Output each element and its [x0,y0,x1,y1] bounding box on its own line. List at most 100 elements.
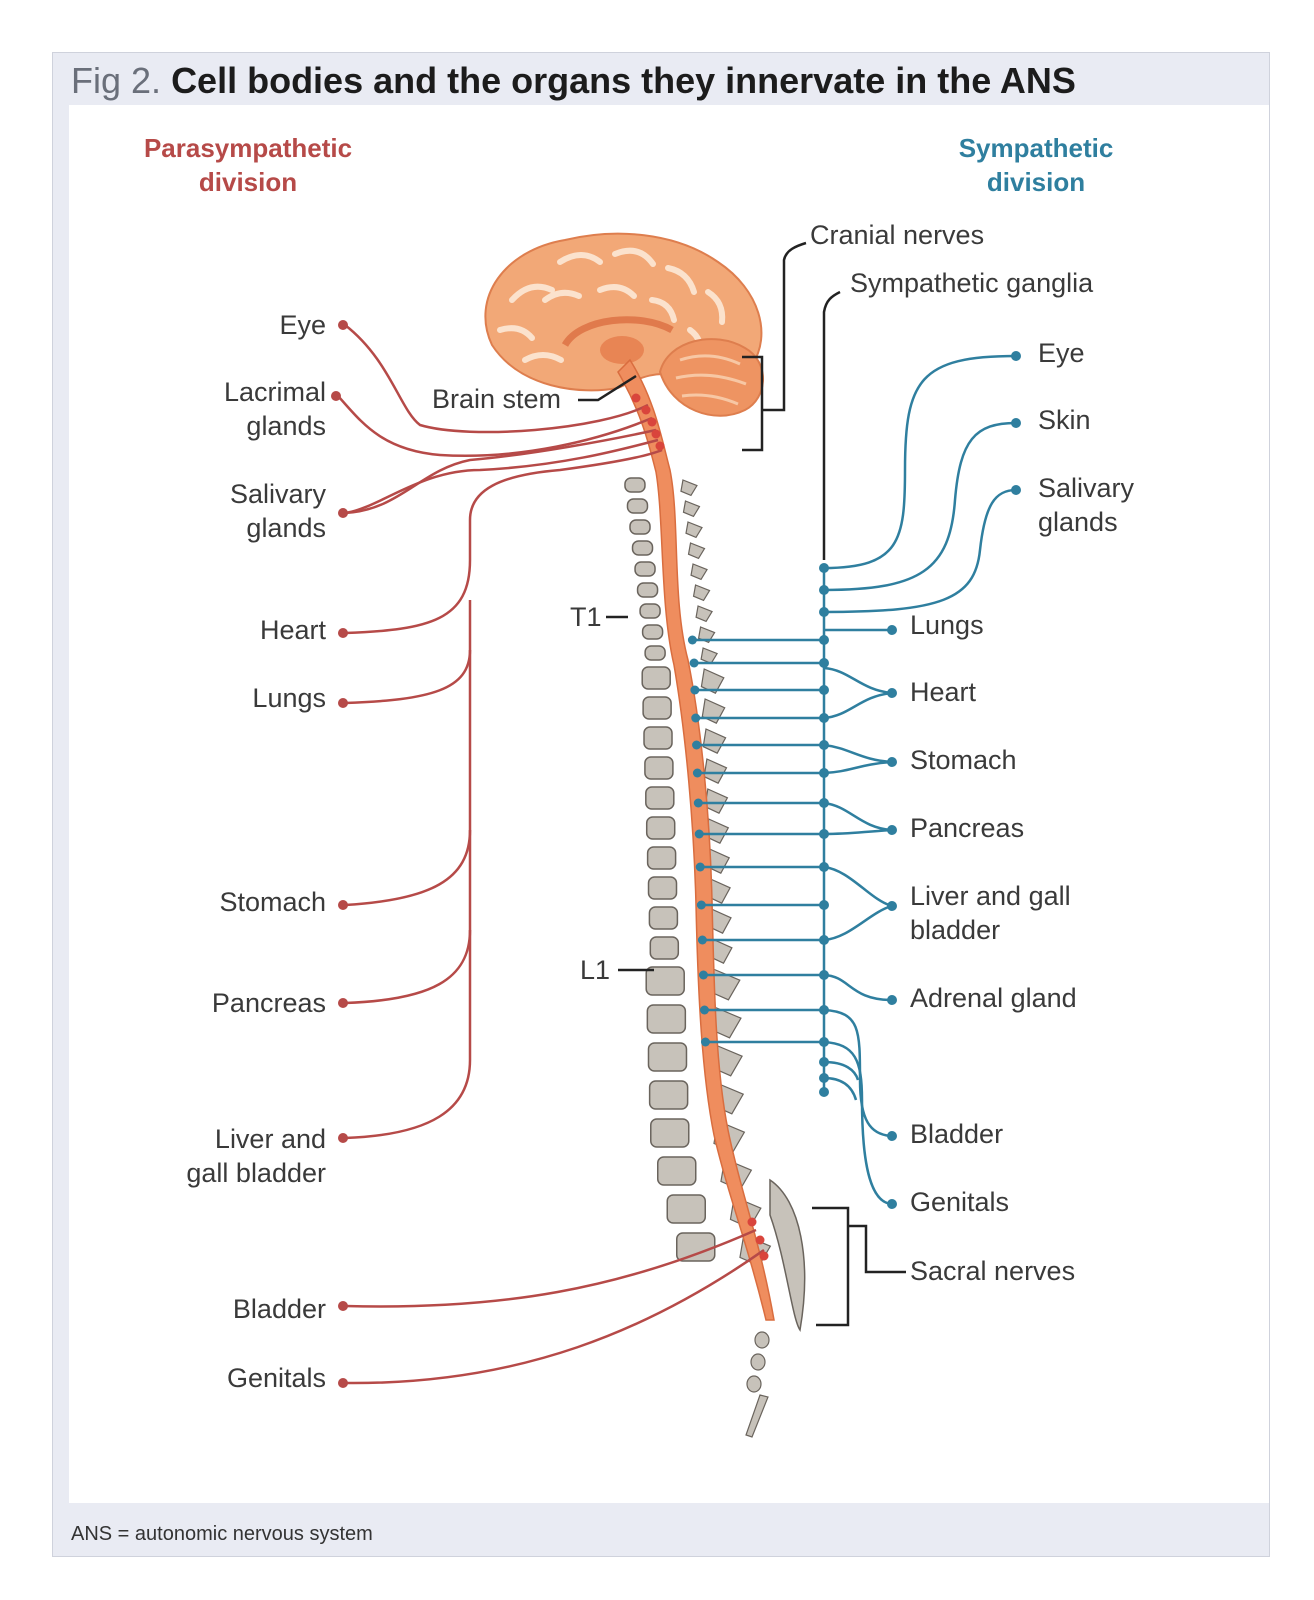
brain-folds [497,247,726,363]
label-t1-line-0: T1 [570,602,602,632]
sacral-leader [848,1224,906,1274]
para-label-lacrimal-line-1: glands [246,411,326,441]
vertebra-body-25 [666,1194,706,1224]
vertebra-process-11 [702,728,727,754]
sym-label-salivary-line-0: Salivary [1038,473,1135,503]
coccyx-segment-0 [754,1331,770,1349]
sym-cord-cell-11 [698,970,708,980]
para-organ-dot-eye [338,320,348,330]
sym-cord-cell-1 [689,658,699,668]
brainstem-cell-body-4 [655,441,665,451]
sym-organ-dot-lungs [887,625,897,635]
vertebra-body-22 [648,1080,689,1110]
sym-organ-dot-bladder [887,1131,897,1141]
sym-label-genitals-line-0: Genitals [910,1187,1009,1217]
sym-nerve-adrenal [823,973,893,1002]
label-sympathetic-ganglia-line-0: Sympathetic ganglia [850,268,1094,298]
vertebra-process-10 [701,698,726,724]
vertebra-body-7 [641,624,664,640]
parasympathetic-heading-line-1: division [199,167,297,197]
para-label-liver-line-0: Liver and [215,1124,326,1154]
sym-ganglion-12 [819,1005,829,1015]
sym-cord-cell-4 [692,740,702,750]
vertebra-process-6 [695,605,713,623]
vertebra-body-20 [646,1004,687,1034]
label-brain-stem: Brain stem [432,384,561,414]
sym-cord-cell-7 [694,829,704,839]
para-organ-dot-pancreas [338,998,348,1008]
vertebra-body-21 [647,1042,688,1072]
vertebra-body-4 [634,561,656,577]
figure-title: Fig 2. Cell bodies and the organs they i… [71,59,1076,103]
brainstem-cell-body-0 [631,393,641,403]
sacral-bracket [812,1206,850,1327]
brainstem-cell-body-3 [651,429,661,439]
sym-ganglion-extra-0 [819,563,829,573]
para-label-genitals-line-0: Genitals [227,1363,326,1393]
sym-cord-cell-2 [690,685,700,695]
vertebra-process-4 [690,563,708,581]
sym-ganglion-5 [819,768,829,778]
sym-organ-dot-eye [1011,351,1021,361]
para-nerve-heart [344,448,663,635]
coccyx-segment-1 [750,1353,766,1371]
vertebra-body-16 [647,876,678,900]
sym-label-salivary-line-1: glands [1038,507,1118,537]
sym-organ-dot-pancreas [887,825,897,835]
cranial-bracket [742,355,764,452]
sym-label-adrenal-line-0: Adrenal gland [910,983,1077,1013]
sym-nerve-pancreas-b [823,828,893,836]
para-nerve-salivary2 [344,438,659,515]
sym-cord-cell-13 [700,1037,710,1047]
para-nerve-lacrimal [337,395,653,457]
sym-label-liver-line-1: bladder [910,915,1000,945]
sym-cord-cell-3 [691,713,701,723]
para-label-heart: Heart [260,615,327,645]
sym-label-genitals: Genitals [910,1187,1009,1217]
para-label-salivary-line-0: Salivary [230,479,327,509]
vertebra-body-2 [629,519,651,535]
sym-label-bladder: Bladder [910,1119,1003,1149]
vertebra-body-23 [650,1118,690,1148]
vertebra-body-12 [644,756,674,780]
para-organ-dot-lungs [338,698,348,708]
figure-title-text: Cell bodies and the organs they innervat… [171,60,1076,101]
sym-label-skin: Skin [1038,405,1091,435]
sym-cord-cell-8 [695,862,705,872]
para-organ-dot-heart [338,628,348,638]
para-label-lungs: Lungs [252,683,326,713]
sym-label-bladder-line-0: Bladder [910,1119,1003,1149]
para-label-pancreas-line-0: Pancreas [212,988,326,1018]
sym-ganglion-10 [819,935,829,945]
sym-cord-cell-6 [693,798,703,808]
para-label-bladder: Bladder [233,1294,326,1324]
sym-label-eye-line-0: Eye [1038,338,1085,368]
para-label-liver-line-1: gall bladder [186,1158,326,1188]
para-label-lacrimal-line-0: Lacrimal [224,377,326,407]
vertebra-body-17 [648,906,679,930]
para-label-stomach: Stomach [219,887,326,917]
para-nerve-stomach [344,650,472,907]
para-label-eye-line-0: Eye [279,310,326,340]
para-label-bladder-line-0: Bladder [233,1294,326,1324]
sym-ganglion-3 [819,713,829,723]
vertebra-process-5 [692,584,711,602]
vertebra-process-12 [703,758,728,784]
para-label-heart-line-0: Heart [260,615,327,645]
vertebra-body-15 [646,846,677,870]
label-t1: T1 [570,602,602,632]
vertebra-process-3 [687,542,706,560]
label-cranial-nerves-line-0: Cranial nerves [810,220,984,250]
para-nerve-bladder [344,1228,757,1308]
sym-organ-dot-adrenal [887,995,897,1005]
brainstem-cell-body-2 [647,417,657,427]
sym-ganglion-7 [819,829,829,839]
sym-nerve-stomach-b [823,760,893,775]
ganglia-leader [822,290,841,560]
para-label-eye: Eye [279,310,326,340]
para-nerve-genitals [344,1248,765,1385]
